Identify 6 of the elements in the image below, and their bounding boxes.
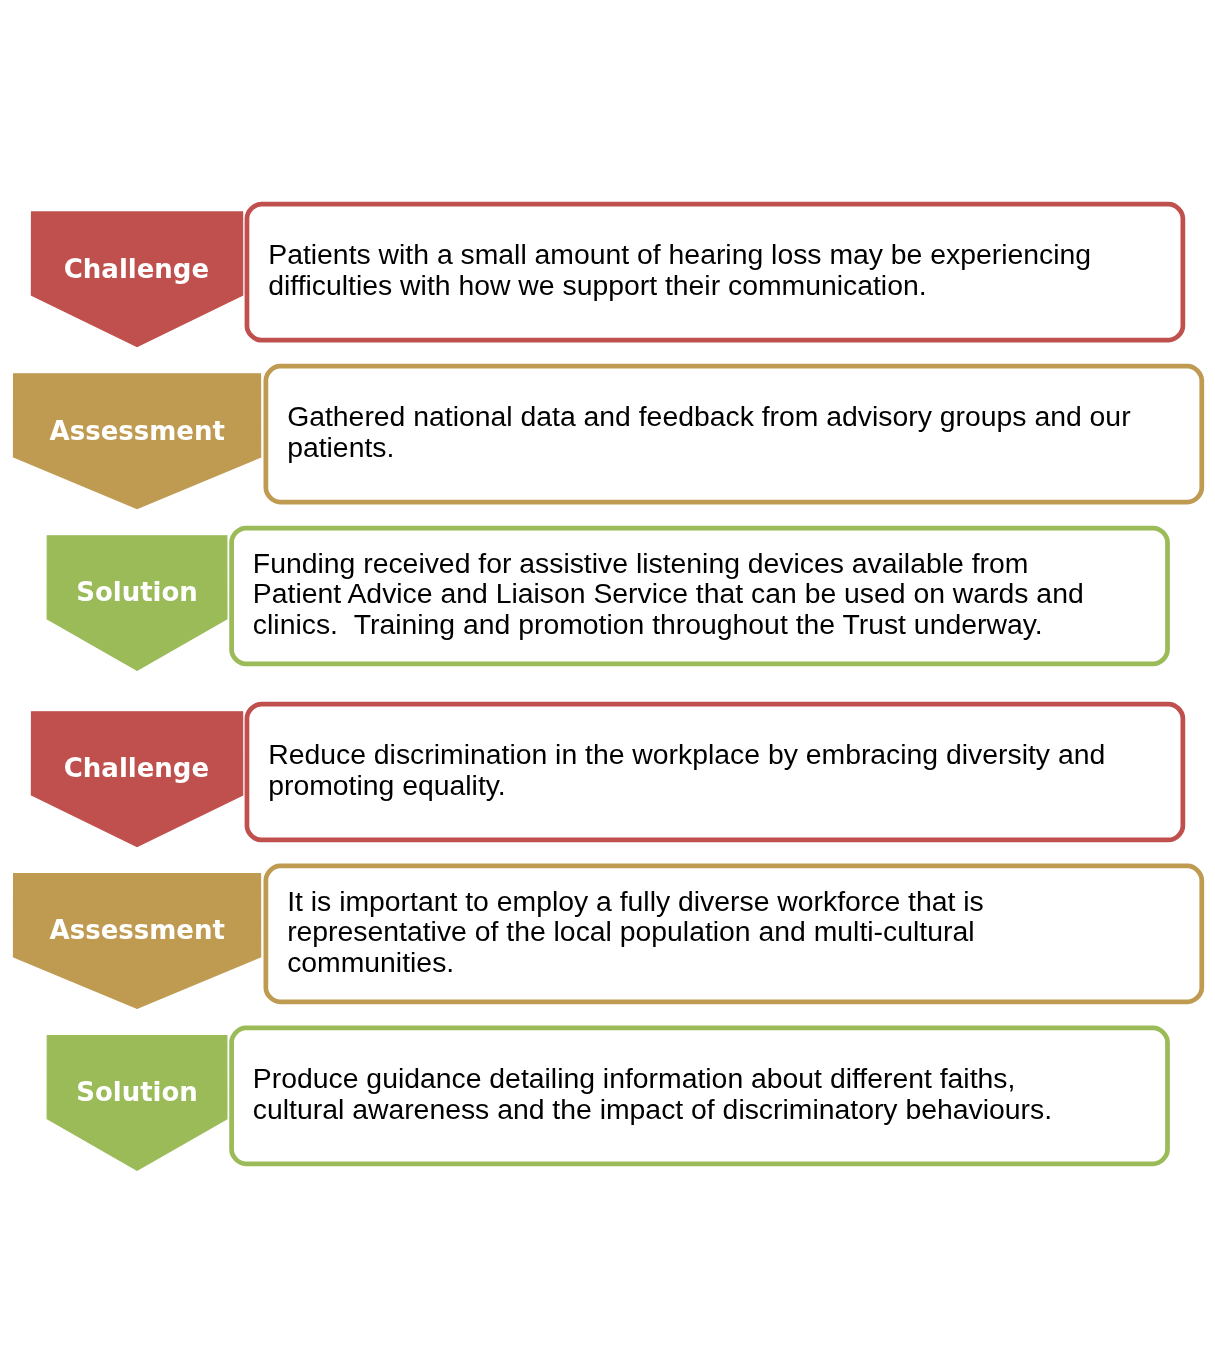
node-box: Funding received for assistive listening devices available from Patient Advice and Liaison Service that can be used on wards and clinics. Training and promotion throughout the Trust underway.	[229, 525, 1170, 666]
node-box: Reduce discrimination in the workplace by embracing diversity and promoting equality.	[244, 701, 1186, 842]
node-box: Produce guidance detailing information about different faiths, cultural awareness and the impact of discriminatory behaviours.	[229, 1025, 1170, 1166]
node-box: It is important to employ a fully diverse workforce that is representative of the local population and multi-cultural communities.	[263, 863, 1205, 1004]
node-box: Gathered national data and feedback from advisory groups and our patients.	[263, 363, 1205, 504]
node-box: Patients with a small amount of hearing loss may be experiencing difficulties with how we support their communication.	[244, 201, 1186, 342]
